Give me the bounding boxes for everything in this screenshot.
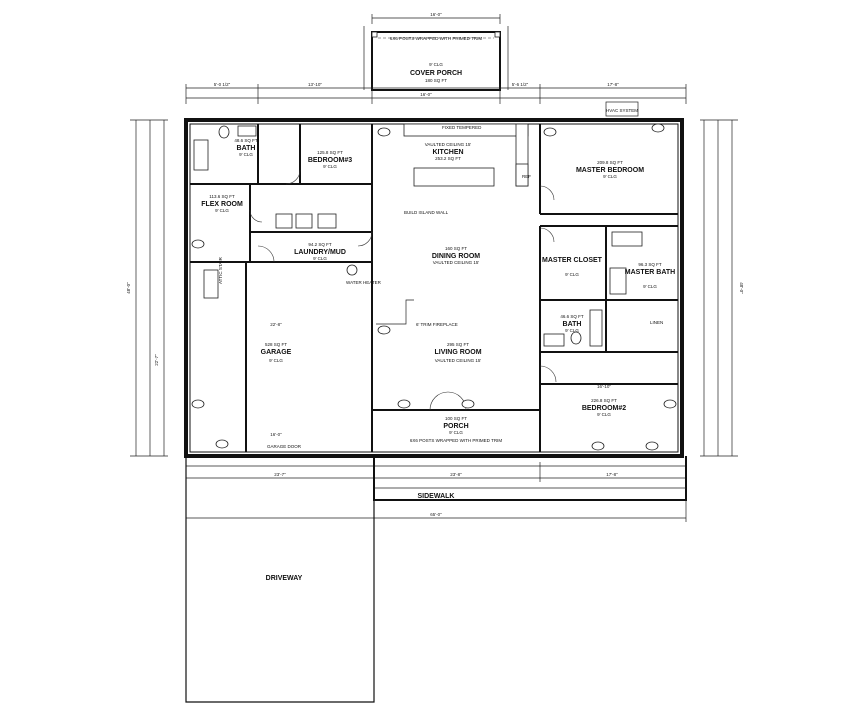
- island-label: BUILD ISLAND WALL: [404, 210, 449, 215]
- flex-room-area: 113.6 SQ FT: [209, 194, 235, 199]
- dining-area: 160 SQ FT: [445, 246, 467, 251]
- bedroom2-area: 226.8 SQ FT: [591, 398, 617, 403]
- dim-top-left1: 5'-0 1/2": [214, 82, 231, 87]
- dim-bottom-right: 17'-8": [606, 472, 618, 477]
- dim-left-total: 48'-0": [126, 282, 131, 294]
- cover-porch-note: 6X6 POSTS WRAPPED WITH PRIMED TRIM: [390, 36, 482, 41]
- dim-garage-depth: 22'-7": [154, 354, 159, 366]
- bedroom3-area: 125.8 SQ FT: [317, 150, 343, 155]
- kitchen-area: 253.2 SQ FT: [435, 156, 461, 161]
- door-swings: [249, 169, 557, 411]
- dining-ceiling: VAULTED CEILING 15': [433, 260, 480, 265]
- top-dimension-lines: [185, 84, 687, 104]
- driveway-shape: [185, 456, 375, 703]
- living-ceiling: VAULTED CEILING 15': [435, 358, 482, 363]
- sidewalk-label: SIDEWALK: [418, 493, 455, 500]
- bath2-ceiling: 9' CLG: [565, 328, 579, 333]
- driveway-label: DRIVEWAY: [266, 575, 303, 582]
- linen-label: LINEN: [650, 320, 663, 325]
- master-bath-ceiling: 9' CLG: [643, 284, 657, 289]
- bedroom3-ceiling: 9' CLG: [323, 164, 337, 169]
- master-closet-label: MASTER CLOSET: [542, 257, 603, 264]
- dim-bottom-mid: 23'-8": [450, 472, 462, 477]
- bath-area: 48.6 SQ FT: [234, 138, 258, 143]
- porch-area: 100 SQ FT: [445, 416, 467, 421]
- cover-porch-label: COVER PORCH: [410, 70, 462, 77]
- fireplace-leader: [376, 299, 414, 325]
- hvac-label: HVAC SYSTEM: [606, 108, 638, 113]
- kitchen-ceiling: VAULTED CEILING 15': [425, 142, 472, 147]
- laundry-label: LAUNDRY/MUD: [294, 249, 346, 256]
- porch-label: PORCH: [443, 423, 468, 430]
- dim-garage-door-width: 16'-0": [270, 432, 282, 437]
- kitchen-island: [413, 167, 495, 187]
- dim-garage-width: 22'-8": [270, 322, 282, 327]
- dim-bottom-left: 23'-7": [274, 472, 286, 477]
- cover-porch-area: [363, 14, 509, 91]
- garage-ceiling: 9' CLG: [269, 358, 283, 363]
- fireplace-label: 6' TRIM FIREPLACE: [416, 322, 458, 327]
- garage-area: 528 SQ FT: [265, 342, 287, 347]
- master-bath-area: 96.3 SQ FT: [638, 262, 662, 267]
- dim-top-left2: 13'-10": [308, 82, 322, 87]
- flex-room-ceiling: 9' CLG: [215, 208, 229, 213]
- master-bath-label: MASTER BATH: [625, 269, 675, 276]
- master-closet-ceiling: 9' CLG: [565, 272, 579, 277]
- dim-top-right: 17'-8": [607, 82, 619, 87]
- dim-top-porch-offset: 16'-0": [420, 92, 432, 97]
- dim-top-mid: 5'-6 1/2": [512, 82, 529, 87]
- interior-walls: [190, 123, 678, 452]
- bath2-label: BATH: [563, 321, 582, 328]
- garage-door-label: GARAGE DOOR: [267, 444, 302, 449]
- garage-label: GARAGE: [261, 349, 292, 356]
- fixed-tempered-kitchen: FIXED TEMPERED: [442, 125, 482, 130]
- window-tags: [191, 123, 677, 451]
- dim-right-total: 48'-0": [739, 282, 744, 294]
- laundry-area: 94.2 SQ FT: [308, 242, 332, 247]
- living-label: LIVING ROOM: [434, 349, 481, 356]
- porch-ceiling: 9' CLG: [449, 430, 463, 435]
- cover-porch-ceiling: 9' CLG: [429, 62, 443, 67]
- flex-room-label: FLEX ROOM: [201, 201, 243, 208]
- laundry-ceiling: 9' CLG: [313, 256, 327, 261]
- bath2-area: 46.6 SQ FT: [560, 314, 584, 319]
- bedroom3-label: BEDROOM#3: [308, 157, 352, 164]
- master-bedroom-area: 209.8 SQ FT: [597, 160, 623, 165]
- bath-ceiling: 9' CLG: [239, 152, 253, 157]
- porch-note: 6X6 POSTS WRAPPED WITH PRIMED TRIM: [410, 438, 502, 443]
- kitchen-label: KITCHEN: [432, 149, 463, 156]
- bedroom2-ceiling: 9' CLG: [597, 412, 611, 417]
- master-bedroom-ceiling: 9' CLG: [603, 174, 617, 179]
- plumbing-fixtures: [193, 125, 643, 347]
- living-area: 295 SQ FT: [447, 342, 469, 347]
- attic-stair-box: [203, 269, 219, 299]
- cover-porch-area-text: 180 SQ FT: [425, 78, 447, 83]
- dim-cover-porch-width: 16'-0": [430, 12, 442, 17]
- bedroom2-label: BEDROOM#2: [582, 405, 626, 412]
- master-bedroom-label: MASTER BEDROOM: [576, 167, 644, 174]
- side-dimension-lines: [130, 119, 738, 457]
- dim-bedroom2-width: 16'-10": [597, 384, 611, 389]
- dining-label: DINING ROOM: [432, 253, 480, 260]
- bath-label: BATH: [237, 145, 256, 152]
- ref-label: REF: [522, 174, 531, 179]
- hvac-box: [605, 101, 639, 117]
- attic-stair-label: ATTIC STAIR: [218, 256, 223, 284]
- water-heater-label: WATER HEATER: [346, 280, 382, 285]
- dim-overall: 65'-0": [430, 512, 442, 517]
